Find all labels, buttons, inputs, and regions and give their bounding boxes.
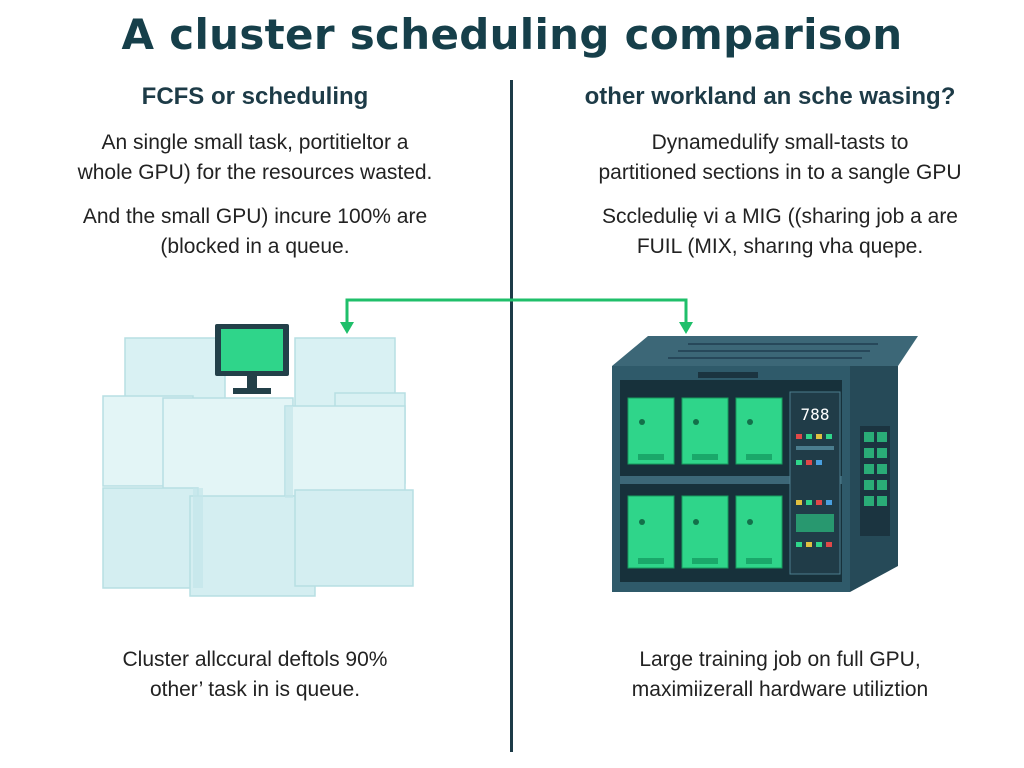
- left-caption-line-2: other’ task in is queue.: [149, 678, 361, 701]
- front-boxes: [102, 487, 414, 597]
- stacked-gpu-boxes-illustration: [102, 324, 414, 597]
- gpu-module: [627, 495, 675, 569]
- left-caption: Cluster allccural deftols 90% other’ tas…: [40, 645, 470, 705]
- left-paragraph-1-line-2: whole GPU) for the resources wasted.: [77, 161, 433, 184]
- gpu-modules-bottom-row: [627, 495, 783, 569]
- side-screen-tiles: [864, 432, 887, 506]
- left-heading: FCFS or scheduling: [141, 83, 369, 110]
- right-paragraph-1: Dynamedulify small-tasts to partitioned …: [550, 128, 1010, 188]
- rack-shelf: [620, 476, 842, 484]
- gpu-module: [681, 495, 729, 569]
- gpu-server-rack-illustration: 788: [612, 336, 918, 592]
- right-paragraph-2-line-2: FUIL (MIX, sharıng vha quepe.: [636, 235, 924, 258]
- gpu-modules-top-row: [627, 397, 783, 465]
- left-paragraph-1-line-1: An single small task, portitieltor a: [101, 131, 409, 154]
- right-paragraph-1-line-2: partitioned sections in to a sangle GPU: [598, 161, 962, 184]
- arrow-head-right: [679, 322, 693, 334]
- gpu-module: [681, 397, 729, 465]
- right-caption-line-2: maximiizerall hardware utiliztion: [631, 678, 929, 701]
- middle-boxes: [102, 395, 406, 499]
- left-paragraph-1: An single small task, portitieltor a who…: [40, 128, 470, 188]
- column-divider: [510, 80, 513, 752]
- box-shading: [193, 406, 293, 588]
- right-paragraph-2: Sccledulię vi a MIG ((sharing job a are …: [550, 202, 1010, 262]
- arrow-head-left: [340, 322, 354, 334]
- left-paragraph-2: And the small GPU) incure 100% are (bloc…: [40, 202, 470, 262]
- gpu-module: [735, 397, 783, 465]
- gpu-module: [735, 495, 783, 569]
- control-panel-leds: [796, 434, 834, 547]
- right-paragraph-2-line-1: Sccledulię vi a MIG ((sharing job a are: [602, 205, 958, 228]
- rack-label-strip: [698, 372, 758, 378]
- page-title: A cluster scheduling comparison: [121, 10, 903, 59]
- control-panel-readout: 788: [801, 405, 830, 424]
- connector-line: [345, 298, 688, 328]
- left-paragraph-2-line-2: (blocked in a queue.: [160, 235, 350, 258]
- left-caption-line-1: Cluster allccural deftols 90%: [122, 648, 388, 671]
- right-paragraph-1-line-1: Dynamedulify small-tasts to: [651, 131, 909, 154]
- right-heading: other workland an sche wasing?: [584, 83, 956, 110]
- left-paragraph-2-line-1: And the small GPU) incure 100% are: [82, 205, 428, 228]
- right-caption: Large training job on full GPU, maximiiz…: [550, 645, 1010, 705]
- gpu-module: [627, 397, 675, 465]
- monitor-icon: [215, 324, 289, 394]
- rack-vents: [668, 343, 878, 359]
- right-caption-line-1: Large training job on full GPU,: [639, 648, 921, 671]
